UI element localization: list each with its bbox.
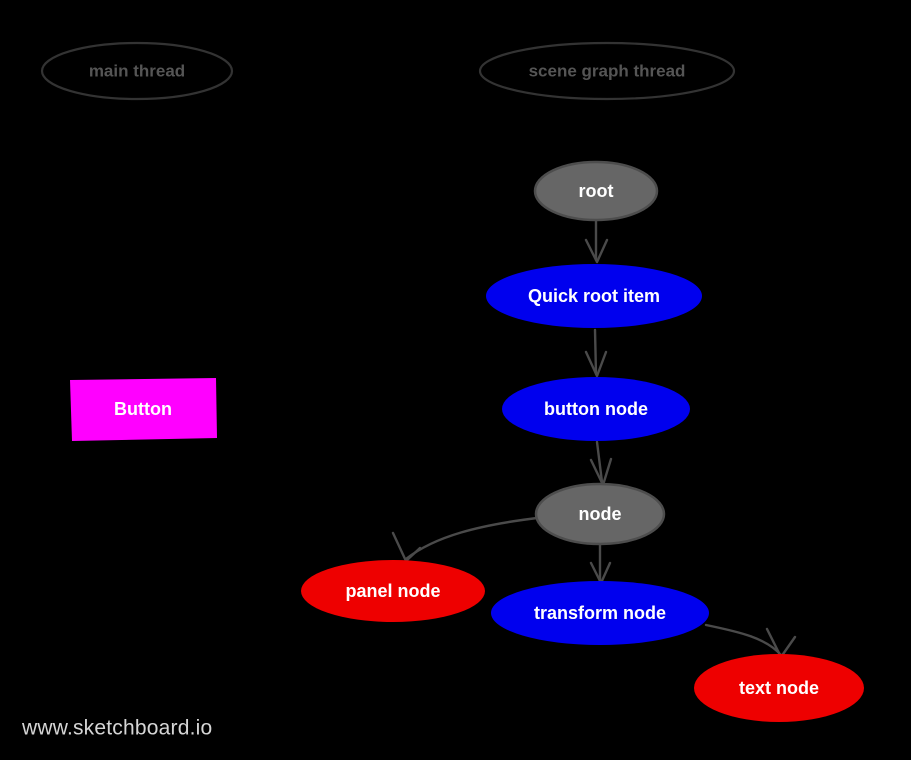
- node-shape-button-node: [502, 377, 690, 441]
- node-button[interactable]: Button: [70, 378, 217, 441]
- lane-group: main thread scene graph thread: [40, 41, 736, 101]
- edge-quick-root-item-to-button-node[interactable]: [584, 328, 608, 378]
- node-label-quick-root-item: Quick root item: [528, 286, 660, 306]
- edge-line: [595, 440, 604, 484]
- node-root[interactable]: root: [533, 160, 659, 222]
- lane-scene-graph-thread[interactable]: scene graph thread: [478, 41, 736, 101]
- node-shape-text-node: [694, 654, 864, 722]
- edge-transform-node-to-text-node[interactable]: [704, 623, 797, 659]
- node-label-text-node: text node: [739, 678, 819, 698]
- node-shape-button: [70, 378, 217, 441]
- node-shape-quick-root-item: [486, 264, 702, 328]
- node-quick-root-item[interactable]: Quick root item: [486, 264, 702, 328]
- node-label-panel-node: panel node: [345, 581, 440, 601]
- lane-ellipse-scene-graph-thread: [478, 41, 736, 101]
- node-transform-node[interactable]: transform node: [491, 581, 709, 645]
- arrowhead-icon: [584, 238, 609, 264]
- node-label-button-node: button node: [544, 399, 648, 419]
- node-text-node[interactable]: text node: [694, 654, 864, 722]
- lane-label-scene-graph-thread: scene graph thread: [529, 61, 686, 80]
- node-group: root Quick root item Button button node …: [70, 160, 864, 722]
- edge-line: [593, 328, 598, 376]
- edge-node-to-panel-node[interactable]: [391, 516, 539, 563]
- node-shape-transform-node: [491, 581, 709, 645]
- arrowhead-icon: [391, 531, 422, 563]
- node-panel-node[interactable]: panel node: [301, 560, 485, 622]
- edge-line: [704, 623, 783, 657]
- node-label-button: Button: [114, 399, 172, 419]
- node-shape-root: [533, 160, 659, 222]
- node-button-node[interactable]: button node: [502, 377, 690, 441]
- node-shape-node: [534, 482, 666, 546]
- node-label-node: node: [579, 504, 622, 524]
- watermark-label: www.sketchboard.io: [21, 717, 212, 740]
- edge-line: [404, 516, 539, 561]
- node-shape-panel-node: [301, 560, 485, 622]
- lane-ellipse-main-thread: [40, 41, 234, 101]
- edge-node-to-transform-node[interactable]: [589, 543, 612, 585]
- lane-main-thread[interactable]: main thread: [40, 41, 234, 101]
- lane-label-main-thread: main thread: [89, 61, 185, 80]
- edge-button-node-to-node[interactable]: [589, 440, 613, 487]
- node-label-transform-node: transform node: [534, 603, 666, 623]
- node-label-root: root: [579, 181, 614, 201]
- arrowhead-icon: [584, 350, 608, 378]
- node-node[interactable]: node: [534, 482, 666, 546]
- edge-root-to-quick-root-item[interactable]: [584, 219, 609, 264]
- arrowhead-icon: [765, 627, 797, 659]
